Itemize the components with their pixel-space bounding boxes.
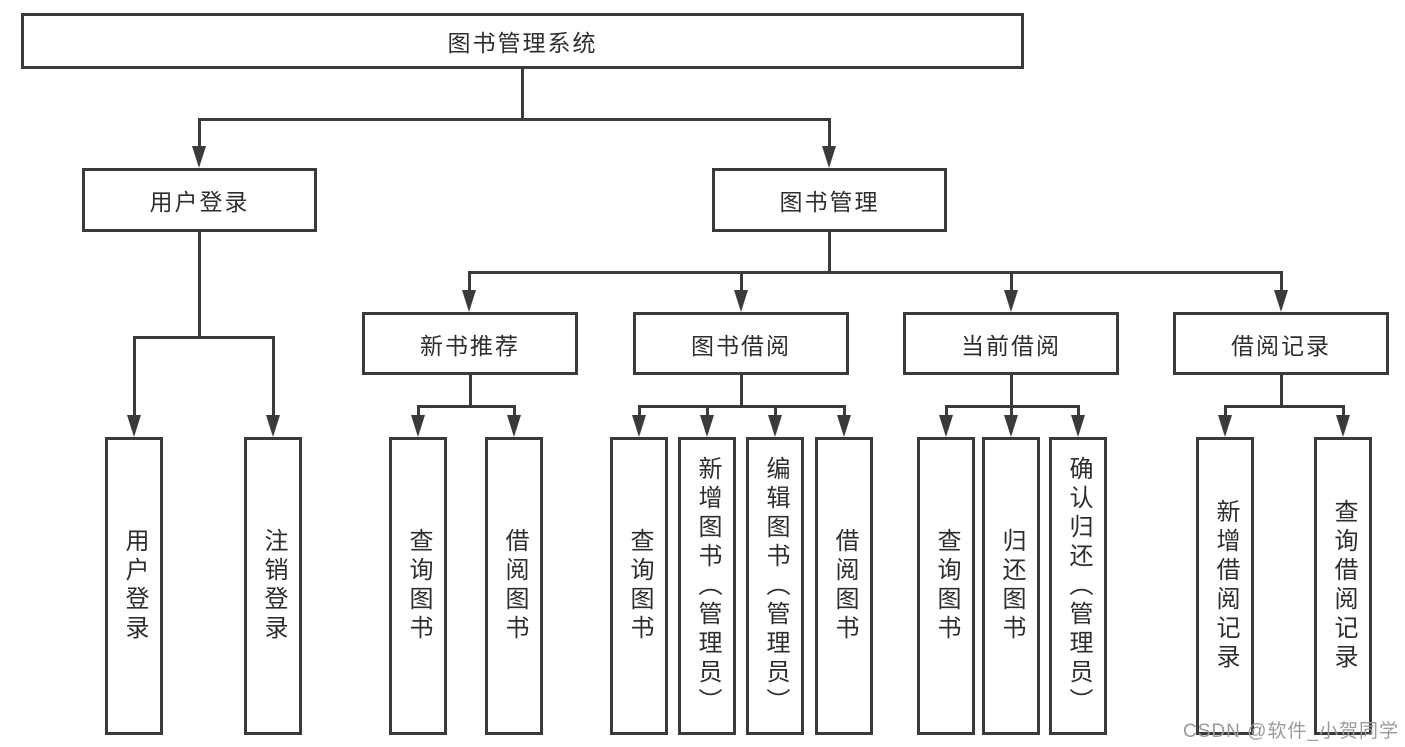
connector-level3-rail: [467, 271, 1283, 274]
csdn-watermark: CSDN @软件_小贺同学: [1183, 721, 1399, 742]
arrow-down-icon: [939, 415, 953, 437]
node-user-login: 用户登录: [82, 168, 317, 232]
connector-leaf-drop: [637, 405, 641, 417]
leaf-query-books-recommend: 查询图书: [389, 437, 447, 735]
arrow-down-icon: [1274, 290, 1288, 312]
arrow-down-icon: [632, 415, 646, 437]
connector-leaf-drop: [271, 336, 275, 417]
leaf-user-login: 用户登录: [105, 437, 163, 735]
leaf-borrow-books-recommend: 借阅图书: [485, 437, 543, 735]
leaf-query-books-borrow: 查询图书: [610, 437, 668, 735]
connector-leaf-drop: [944, 405, 948, 417]
connector-book-mgmt-drop: [827, 118, 831, 148]
connector-new-book-rail: [416, 405, 516, 408]
connector-book-mgmt-stem: [827, 232, 831, 271]
node-root: 图书管理系统: [21, 13, 1024, 69]
connector-leaf-drop: [773, 405, 777, 417]
connector-borrow-records-stem: [1279, 375, 1283, 405]
leaf-query-borrow-record: 查询借阅记录: [1314, 437, 1372, 735]
node-borrow-records: 借阅记录: [1173, 312, 1389, 375]
node-book-mgmt: 图书管理: [712, 168, 947, 232]
connector-leaf-drop: [705, 405, 709, 417]
arrow-down-icon: [1071, 415, 1085, 437]
arrow-down-icon: [822, 146, 836, 168]
leaf-add-books-admin: 新增图书（管理员）: [678, 437, 736, 735]
connector-borrow-records-rail: [1223, 405, 1345, 408]
connector-leaf-drop: [512, 405, 516, 417]
connector-user-login-rail: [132, 336, 275, 339]
node-new-book-recommend: 新书推荐: [362, 312, 578, 375]
arrow-down-icon: [837, 415, 851, 437]
leaf-query-books-current: 查询图书: [917, 437, 975, 735]
arrow-down-icon: [1004, 415, 1018, 437]
connector-level2-rail: [197, 118, 831, 121]
leaf-confirm-return-admin: 确认归还（管理员）: [1049, 437, 1107, 735]
connector-leaf-drop: [416, 405, 420, 417]
leaf-add-borrow-record: 新增借阅记录: [1196, 437, 1254, 735]
connector-leaf-drop: [1341, 405, 1345, 417]
connector-new-book-stem: [468, 375, 472, 405]
connector-group-drop: [1279, 271, 1283, 292]
arrow-down-icon: [768, 415, 782, 437]
arrow-down-icon: [266, 415, 280, 437]
leaf-logout: 注销登录: [244, 437, 302, 735]
connector-book-borrow-rail: [637, 405, 846, 408]
arrow-down-icon: [192, 146, 206, 168]
leaf-return-books: 归还图书: [982, 437, 1040, 735]
arrow-down-icon: [462, 290, 476, 312]
node-book-borrow: 图书借阅: [633, 312, 849, 375]
connector-user-login-stem: [197, 232, 201, 336]
connector-group-drop: [739, 271, 743, 292]
connector-user-login-drop: [197, 118, 201, 148]
connector-root-stem: [520, 69, 524, 118]
arrow-down-icon: [127, 415, 141, 437]
arrow-down-icon: [1218, 415, 1232, 437]
arrow-down-icon: [1336, 415, 1350, 437]
connector-current-borrow-stem: [1009, 375, 1013, 405]
node-current-borrow: 当前借阅: [903, 312, 1119, 375]
leaf-edit-books-admin: 编辑图书（管理员）: [746, 437, 804, 735]
connector-group-drop: [1009, 271, 1013, 292]
arrow-down-icon: [700, 415, 714, 437]
connector-group-drop: [467, 271, 471, 292]
connector-leaf-drop: [1076, 405, 1080, 417]
connector-leaf-drop: [842, 405, 846, 417]
arrow-down-icon: [1004, 290, 1018, 312]
connector-leaf-drop: [132, 336, 136, 417]
connector-book-borrow-stem: [739, 375, 743, 405]
connector-leaf-drop: [1009, 405, 1013, 417]
leaf-borrow-books: 借阅图书: [815, 437, 873, 735]
arrow-down-icon: [411, 415, 425, 437]
connector-leaf-drop: [1223, 405, 1227, 417]
arrow-down-icon: [507, 415, 521, 437]
arrow-down-icon: [734, 290, 748, 312]
